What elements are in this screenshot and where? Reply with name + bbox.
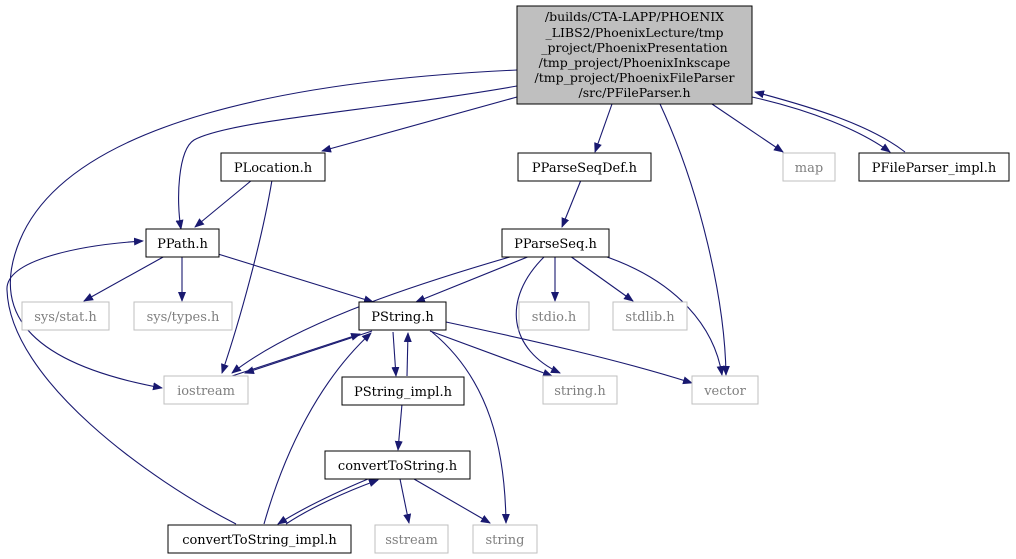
node-converttostring-impl-label: convertToString_impl.h bbox=[182, 533, 337, 548]
node-pparseseqdef[interactable]: PParseSeqDef.h bbox=[517, 152, 652, 182]
node-plocation-label: PLocation.h bbox=[234, 161, 313, 176]
edge-pstring-to-string-h bbox=[429, 330, 553, 377]
edge-pparseseq-to-vector bbox=[597, 253, 725, 376]
node-converttostring[interactable]: convertToString.h bbox=[324, 450, 471, 480]
edge-pfileparser-impl-to-root bbox=[754, 90, 906, 153]
node-sys-stat-label: sys/stat.h bbox=[34, 310, 97, 325]
edge-converttostring-impl-to-converttostring bbox=[285, 479, 379, 525]
edge-pstring-impl-to-converttostring bbox=[394, 403, 403, 451]
edge-root-to-pfileparser-impl bbox=[751, 96, 891, 153]
edge-root-to-pparseseqdef bbox=[594, 103, 613, 153]
node-stdio: stdio.h bbox=[518, 301, 590, 331]
edge-converttostring-to-converttostring-impl bbox=[277, 478, 369, 525]
edge-converttostring-to-sstream bbox=[399, 478, 412, 524]
node-sys-stat: sys/stat.h bbox=[21, 301, 110, 331]
root-line-3: _project/PhoenixPresentation bbox=[541, 40, 727, 55]
node-pparseseqdef-label: PParseSeqDef.h bbox=[532, 161, 638, 176]
node-ppath[interactable]: PPath.h bbox=[145, 228, 220, 258]
node-map-label: map bbox=[795, 161, 823, 176]
node-root-pfileparser[interactable]: /builds/CTA-LAPP/PHOENIX _LIBS2/PhoenixL… bbox=[516, 5, 753, 105]
node-pfileparser-impl-label: PFileParser_impl.h bbox=[872, 161, 997, 176]
edge-converttostring-impl-to-pstring bbox=[263, 332, 372, 525]
node-vector: vector bbox=[691, 375, 759, 405]
node-string-h-label: string.h bbox=[554, 384, 606, 399]
edge-converttostring-impl-to-ppath bbox=[6, 237, 237, 525]
node-pstring[interactable]: PString.h bbox=[358, 301, 447, 331]
edge-ppath-to-pstring bbox=[217, 253, 374, 304]
node-sstream: sstream bbox=[374, 524, 449, 554]
edge-pstring-to-pstring-impl bbox=[391, 331, 400, 377]
edge-plocation-to-ppath bbox=[194, 179, 253, 228]
node-string-h: string.h bbox=[542, 375, 618, 405]
edge-pstring-to-vector bbox=[445, 321, 693, 385]
root-line-2: _LIBS2/PhoenixLecture/tmp bbox=[545, 25, 723, 40]
node-sys-types-label: sys/types.h bbox=[147, 310, 220, 325]
edge-pparseseq-to-string-h bbox=[515, 255, 561, 374]
edge-converttostring-to-string bbox=[413, 478, 491, 524]
node-sstream-label: sstream bbox=[385, 533, 438, 548]
root-line-4: /tmp_project/PhoenixInkscape bbox=[539, 55, 731, 70]
root-line-1: /builds/CTA-LAPP/PHOENIX bbox=[545, 9, 724, 24]
edge-pstring-impl-to-pstring bbox=[403, 332, 412, 377]
edges bbox=[6, 69, 906, 525]
edge-root-to-plocation bbox=[321, 96, 518, 153]
node-pfileparser-impl[interactable]: PFileParser_impl.h bbox=[858, 152, 1010, 182]
node-stdlib: stdlib.h bbox=[612, 301, 688, 331]
edge-pparseseq-to-pstring bbox=[415, 253, 536, 303]
node-sys-types: sys/types.h bbox=[133, 301, 233, 331]
node-converttostring-label: convertToString.h bbox=[338, 459, 458, 474]
node-stdio-label: stdio.h bbox=[532, 310, 577, 325]
edge-root-to-ppath bbox=[175, 85, 518, 230]
edge-root-to-map bbox=[711, 103, 784, 153]
root-line-5: /tmp_project/PhoenixFileParser bbox=[535, 70, 735, 85]
node-ppath-label: PPath.h bbox=[157, 237, 208, 252]
node-pparseseq[interactable]: PParseSeq.h bbox=[501, 228, 610, 258]
edge-pparseseqdef-to-pparseseq bbox=[561, 179, 582, 228]
node-pparseseq-label: PParseSeq.h bbox=[514, 237, 597, 252]
node-string-label: string bbox=[486, 533, 525, 548]
edge-plocation-to-iostream bbox=[221, 179, 273, 374]
edge-ppath-to-sys-stat bbox=[83, 255, 166, 302]
node-pstring-impl[interactable]: PString_impl.h bbox=[341, 376, 465, 406]
edge-root-to-vector bbox=[659, 103, 730, 376]
node-vector-label: vector bbox=[703, 384, 746, 399]
node-iostream: iostream bbox=[163, 375, 249, 405]
node-converttostring-impl[interactable]: convertToString_impl.h bbox=[167, 524, 352, 554]
node-string: string bbox=[472, 524, 538, 554]
node-plocation[interactable]: PLocation.h bbox=[220, 152, 326, 182]
edge-pparseseq-to-stdlib bbox=[569, 255, 634, 302]
node-pstring-impl-label: PString_impl.h bbox=[354, 385, 453, 400]
root-line-6: /src/PFileParser.h bbox=[578, 85, 690, 100]
edge-pstring-to-string bbox=[431, 331, 510, 524]
node-iostream-label: iostream bbox=[177, 384, 235, 399]
node-pstring-label: PString.h bbox=[371, 310, 434, 325]
node-stdlib-label: stdlib.h bbox=[625, 310, 675, 325]
node-map: map bbox=[782, 152, 836, 182]
edge-iostream-to-pstring bbox=[231, 333, 361, 377]
edge-root-to-iostream bbox=[9, 69, 518, 391]
